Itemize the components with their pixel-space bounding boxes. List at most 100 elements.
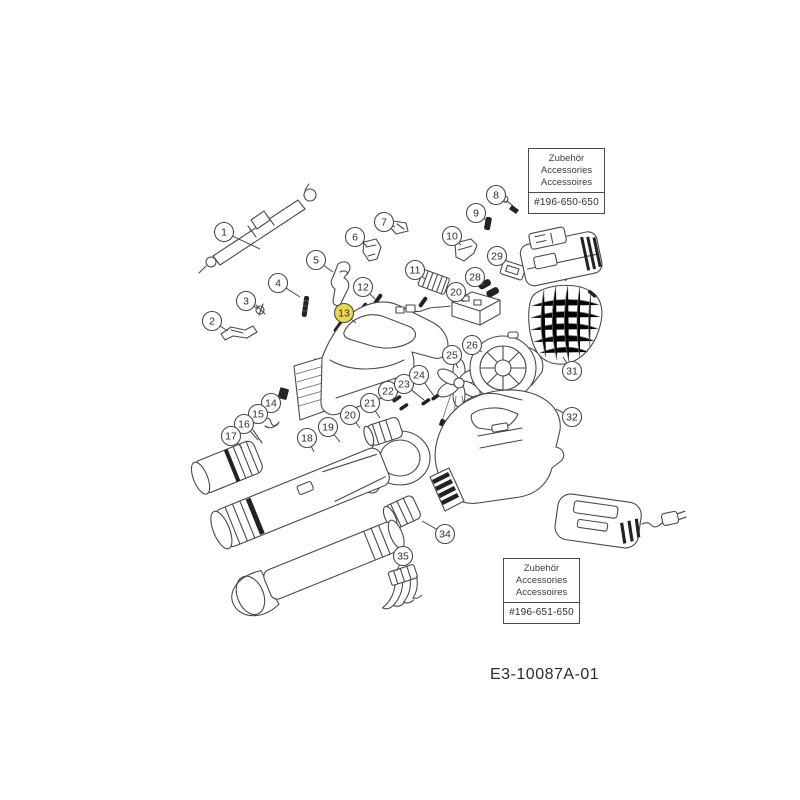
callout-number: 32 [566,412,578,424]
callout-20-leader [461,299,465,303]
callout-18-leader [310,446,315,453]
callout-circle [445,281,467,303]
callout-4: 4 [267,272,289,294]
callout-20-leader [355,422,361,429]
callout-6: 6 [344,226,366,248]
callout-11-leader [421,275,426,280]
accessory-title-line: Accessoires [515,587,568,598]
callout-11: 11 [404,259,426,281]
callout-number: 11 [410,265,421,277]
callout-1-leader [232,235,261,250]
callout-13: 13 [333,302,355,324]
callout-20: 20 [445,281,467,303]
callout-17: 17 [220,425,242,447]
part-blower-tube [210,447,390,550]
part-collar [382,495,421,530]
part-clip [220,325,258,341]
callout-number: 14 [265,398,277,410]
callout-number: 18 [301,433,313,445]
callout-number: 20 [344,410,356,422]
callout-circle [561,406,583,428]
callout-25: 25 [441,344,463,366]
callout-31: 31 [561,360,583,382]
accessory-title-line: Accessories [540,165,593,176]
callout-32-leader [555,408,564,414]
callout-9: 9 [465,202,487,224]
callout-number: 23 [398,379,410,391]
part-screw-black [484,216,492,231]
callout-21-leader [374,410,381,419]
part-switch [362,238,382,262]
callout-28: 28 [464,266,486,288]
accessory-part-number: #196-650-650 [534,197,599,208]
callout-number: 12 [357,282,369,294]
callout-24-leader [424,382,435,397]
callout-32: 32 [561,406,583,428]
callout-circle [352,276,374,298]
callout-19-leader [333,434,341,443]
callout-25-leader [455,363,459,369]
callout-2-leader [219,325,229,332]
part-trigger [330,261,351,306]
callout-circle [561,360,583,382]
part-shoulder-strap [198,183,317,274]
callout-number: 20 [450,287,462,299]
callout-circle [201,310,223,332]
callout-23: 23 [393,373,415,395]
callout-number: 16 [238,419,250,431]
part-front-nozzle [190,440,263,495]
part-pin [252,429,263,444]
callout-circle [317,416,339,438]
callout-circle [464,266,486,288]
callout-8-leader [503,200,508,204]
part-motor [363,416,403,447]
part-plate [499,259,526,281]
callout-3: 3 [235,290,257,312]
callout-5: 5 [305,249,327,271]
callout-8: 8 [485,184,507,206]
callout-circle [392,545,414,567]
part-flare-nozzle [231,519,405,617]
callout-5-leader [323,265,334,273]
callout-20: 20 [339,404,361,426]
accessory-box-bottom: Zubehör Accessories Accessoires #196-651… [503,558,580,624]
callout-number: 34 [439,529,451,541]
callout-circle-highlighted [333,302,355,324]
callout-number: 21 [364,398,376,410]
accessory-box-top-title: Zubehör Accessories Accessoires [529,149,604,193]
part-rake-attachment [381,564,423,610]
callout-35-leader [396,564,400,572]
callout-15: 15 [247,403,269,425]
part-impeller [437,358,481,431]
callout-number: 17 [225,431,237,443]
callout-circle [213,221,235,243]
callout-circle [359,392,381,414]
callout-10: 10 [441,225,463,247]
callout-4-leader [285,287,301,298]
callout-number: 13 [338,308,350,320]
accessory-part-number: #196-651-650 [509,607,574,618]
callout-19: 19 [317,416,339,438]
part-screw [301,295,310,317]
callout-circle [404,259,426,281]
callout-number: 19 [322,422,334,434]
callout-number: 10 [446,231,458,243]
part-intake-grille [528,272,603,365]
callout-circle [247,403,269,425]
callout-circle [441,344,463,366]
callout-number: 7 [381,217,387,229]
callout-number: 2 [209,316,215,328]
callout-number: 35 [397,551,409,563]
part-latch-block [277,387,289,400]
callout-circle [296,427,318,449]
diagram-code: E3-10087A-01 [490,666,600,683]
callout-number: 24 [413,370,425,382]
accessory-title-line: Accessories [515,575,568,586]
callout-3-leader [253,305,259,310]
callout-13-leader [350,318,357,324]
callout-number: 1 [221,227,227,239]
callout-21: 21 [359,392,381,414]
part-small-screw [255,303,266,316]
callout-23-leader [411,389,425,401]
